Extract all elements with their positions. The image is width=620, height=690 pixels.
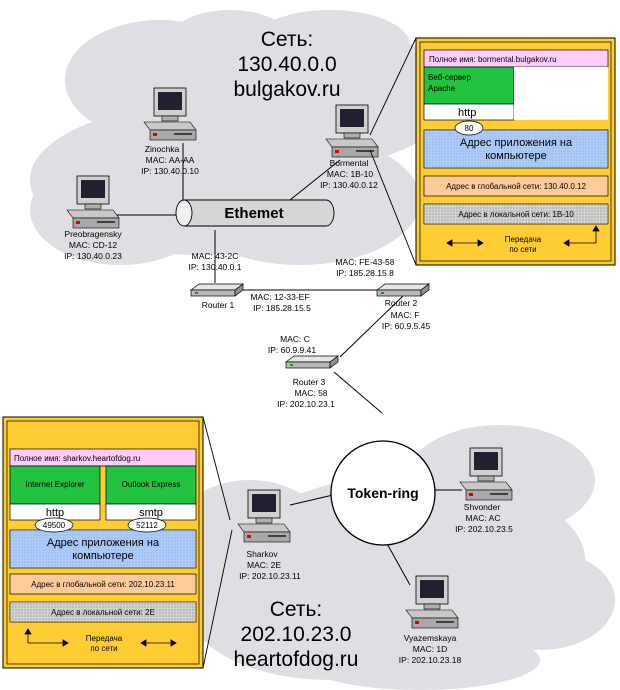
- shvonder-name: Shvonder: [464, 502, 501, 512]
- vyazemskaya-ip: IP: 202.10.23.18: [399, 655, 462, 665]
- sharkov-mac: MAC: 2E: [247, 560, 281, 570]
- router-3-mac-top: MAC: C: [280, 334, 310, 344]
- router-1-ip-top: IP: 130.40.0.1: [189, 262, 242, 272]
- sharkov-app-1: Internet Explorer: [25, 480, 84, 489]
- zinochka-name: Zinochka: [145, 144, 180, 154]
- sharkov-app-addr-2: компьютере: [72, 550, 134, 562]
- router-1-icon: [190, 283, 244, 297]
- top-network-address: 130.40.0.0: [237, 53, 336, 76]
- bormental-protocol: http: [458, 107, 476, 119]
- vyazemskaya-mac: MAC: 1D: [413, 644, 447, 654]
- bormental-transfer-2: по сети: [509, 245, 536, 254]
- top-network-domain: bulgakov.ru: [233, 78, 340, 101]
- router-2-ip-bottom: IP: 60.9.5.45: [382, 321, 430, 331]
- bormental-global-addr: Адрес в глобальной сети: 130.40.0.12: [446, 182, 586, 191]
- bormental-fullname: Полное имя: bormental.bulgakov.ru: [429, 55, 557, 64]
- sharkov-global-addr: Адрес в глобальной сети: 202.10.23.11: [31, 580, 175, 589]
- ethernet-bus: Ethemet: [175, 199, 335, 227]
- router-2-mac-bottom: MAC: F: [391, 310, 420, 320]
- router-2-name: Router 2: [385, 298, 418, 308]
- sharkov-port-1: 49500: [43, 521, 66, 530]
- preobragensky-name: Preobragensky: [64, 229, 122, 239]
- router-1-mac-right: MAC: 12-33-EF: [250, 292, 309, 302]
- sharkov-app-2: Outlook Express: [122, 480, 181, 489]
- router-3-mac-bottom: MAC: 58: [294, 388, 327, 398]
- router-3-ip-top: IP: 60.9.9.41: [268, 345, 316, 355]
- bormental-ip: IP: 130.40.0.12: [320, 180, 378, 190]
- bormental-transfer-1: Передача: [505, 235, 542, 244]
- router-1-mac-top: MAC: 43-2C: [192, 251, 239, 261]
- shvonder-mac: MAC: AC: [466, 513, 501, 523]
- sharkov-port-2: 52112: [136, 521, 158, 530]
- bormental-app-addr-1: Адрес приложения на: [460, 137, 573, 149]
- bormental-app-addr-2: компьютере: [485, 150, 547, 162]
- sharkov-local-addr: Адрес в локальной сети: 2E: [51, 608, 155, 617]
- router-2-ip-top: IP: 185.28.15.8: [336, 268, 394, 278]
- router-2-mac-top: MAC: FE-43-58: [335, 257, 394, 267]
- token-ring-label: Token-ring: [347, 485, 418, 501]
- shvonder-ip: IP: 202.10.23.5: [455, 524, 513, 534]
- callout-lines: [202, 37, 417, 669]
- bormental-local-addr: Адрес в локальной сети: 1B-10: [458, 210, 574, 219]
- top-network-label: Сеть:: [261, 28, 314, 51]
- sharkov-ip: IP: 202.10.23.11: [239, 571, 301, 581]
- zinochka-ip: IP: 130.40.0.10: [141, 166, 199, 176]
- sharkov-transfer-1: Передача: [86, 634, 123, 643]
- bormental-mac: MAC: 1B-10: [327, 169, 374, 179]
- vyazemskaya-name: Vyazemskaya: [404, 633, 457, 643]
- router-3-ip-bottom: IP: 202.10.23.1: [277, 399, 335, 409]
- zinochka-mac: MAC: AA-AA: [146, 155, 195, 165]
- router-3-icon: [285, 355, 339, 369]
- sharkov-app-addr-1: Адрес приложения на: [47, 537, 160, 549]
- sharkov-name: Sharkov: [246, 549, 278, 559]
- router-1-ip-right: IP: 185.28.15.5: [253, 303, 311, 313]
- sharkov-protocol-2: smtp: [139, 507, 163, 519]
- preobragensky-mac: MAC: CD-12: [69, 240, 117, 250]
- sharkov-protocol-1: http: [46, 507, 64, 519]
- bottom-network-address: 202.10.23.0: [241, 623, 352, 646]
- panel-bormental: Полное имя: bormental.bulgakov.ru Веб-се…: [415, 37, 616, 266]
- bormental-name: Bormental: [330, 158, 369, 168]
- panel-sharkov: Полное имя: sharkov.heartofdog.ru Intern…: [2, 416, 204, 669]
- router-2-icon: [376, 283, 430, 297]
- sharkov-fullname: Полное имя: sharkov.heartofdog.ru: [14, 454, 140, 463]
- ethernet-label: Ethemet: [224, 205, 283, 222]
- router-1-name: Router 1: [202, 300, 235, 310]
- cloud-bottom-network: [170, 425, 615, 690]
- bormental-app-name: Веб-сервер: [428, 73, 471, 82]
- network-links: [115, 143, 462, 586]
- token-ring: Token-ring: [330, 440, 436, 546]
- preobragensky-ip: IP: 130.40.0.23: [64, 251, 122, 261]
- sharkov-transfer-2: по сети: [90, 644, 117, 653]
- router-3-name: Router 3: [293, 377, 326, 387]
- bottom-network-domain: heartofdog.ru: [234, 648, 359, 671]
- bormental-port: 80: [465, 124, 474, 133]
- bottom-network-label: Сеть:: [270, 598, 323, 621]
- bormental-app-server: Apache: [428, 84, 456, 93]
